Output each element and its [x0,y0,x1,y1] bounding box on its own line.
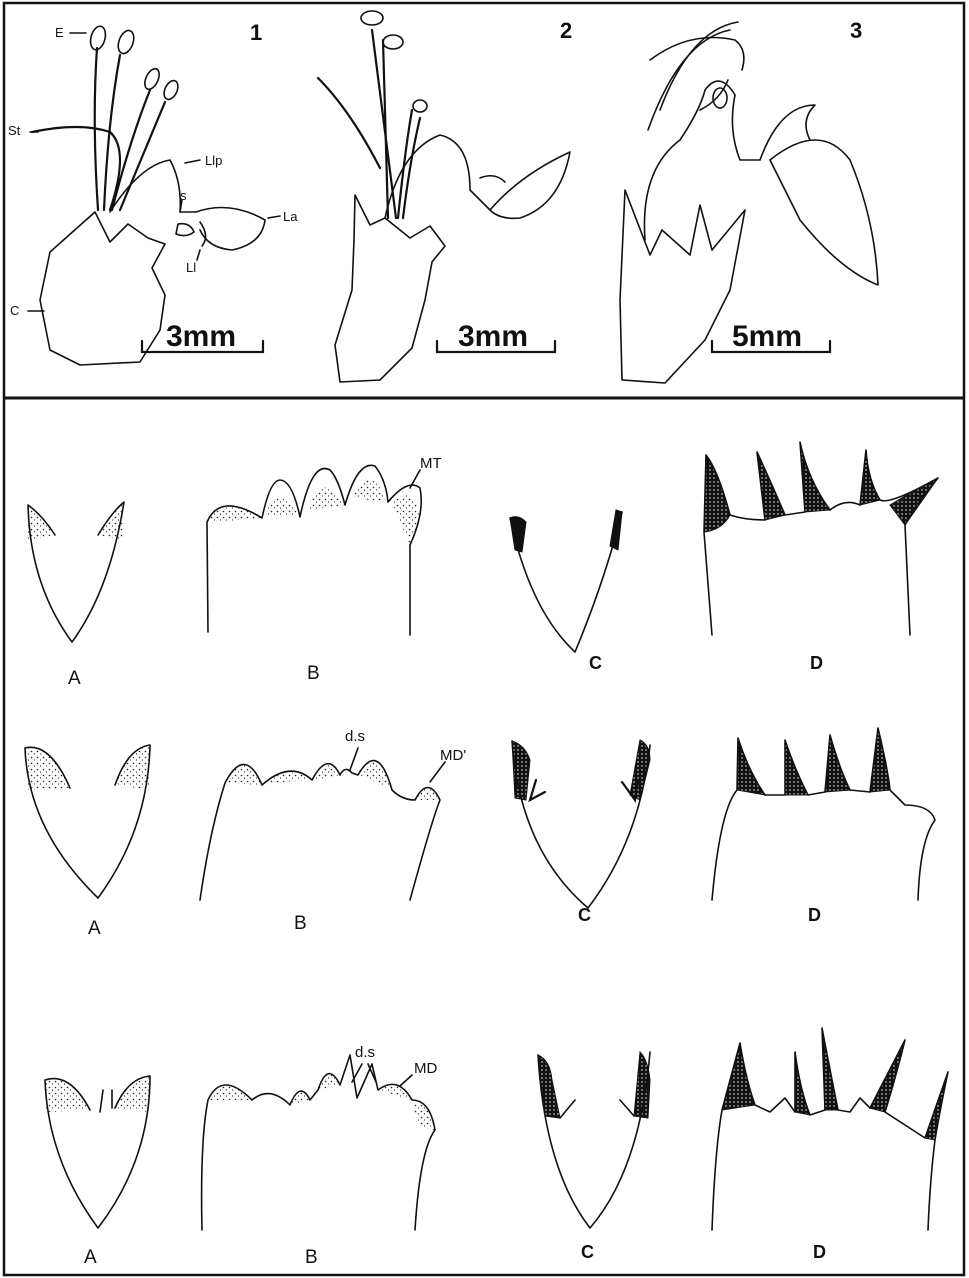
label-ll: Ll [186,260,196,275]
row-3-letter-b: B [305,1247,318,1268]
figure-1: E St Llp s La Ll C 1 3mm [8,20,298,365]
row-2-c [512,740,650,908]
row-1-d [704,442,938,635]
row-3-letter-d: D [813,1242,826,1262]
row-3-annotation-md: MD [414,1060,437,1077]
row-2-letter-c: C [578,905,591,925]
label-e: E [55,25,64,40]
label-llp: Llp [205,153,222,168]
row-2-b: d.s MD' [200,728,466,900]
row-2-annotation-ds: d.s [345,728,365,745]
figure-3: 3 5mm [620,18,878,383]
row-2-annotation-md-prime: MD' [440,747,466,764]
row-3-letter-c: C [581,1242,594,1262]
row-1-letter-b: B [307,663,320,684]
row-3-d [712,1028,948,1230]
figure-2-number: 2 [560,18,572,43]
figure-2-scale-bar: 3mm [458,320,528,353]
row-1-annotation-mt: MT [420,455,442,472]
row-1-a [28,502,124,642]
row-1: MT A B C D [28,442,938,689]
figure-3-number: 3 [850,18,862,43]
row-3-letter-a: A [84,1247,97,1268]
row-2-letter-a: A [88,918,101,939]
figure-2: 2 3mm [318,11,572,382]
row-3-a [45,1076,150,1228]
figure-1-number: 1 [250,20,262,45]
row-2-letter-d: D [808,905,821,925]
row-1-c [510,510,622,652]
row-1-b: MT [207,455,442,635]
label-s: s [180,188,187,203]
label-c: C [10,303,19,318]
row-3: d.s MD A B C D [45,1028,948,1268]
row-2-d [712,728,935,900]
figure-1-scale-bar: 3mm [166,320,236,353]
row-2-a [25,745,150,898]
figure-3-scale-bar: 5mm [732,320,802,353]
row-3-c [538,1052,650,1228]
row-1-letter-d: D [810,653,823,673]
row-1-letter-a: A [68,668,81,689]
row-1-letter-c: C [589,653,602,673]
row-3-annotation-ds: d.s [355,1044,375,1061]
row-2-letter-b: B [294,913,307,934]
label-la: La [283,209,298,224]
row-3-b: d.s MD [202,1044,438,1230]
label-st: St [8,123,21,138]
row-2: d.s MD' A B C D [25,728,935,939]
